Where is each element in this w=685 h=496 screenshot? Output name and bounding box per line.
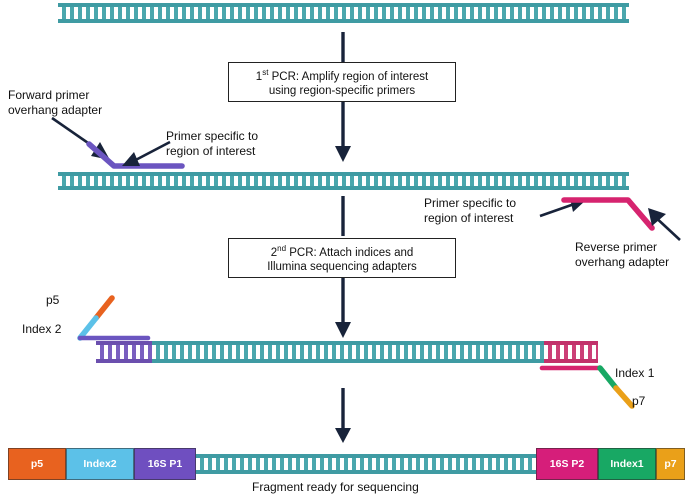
flow-arrow-4 — [335, 278, 351, 338]
dna-rungs — [96, 345, 152, 359]
annotation-forward-specific: Primer specific to region of interest — [166, 129, 259, 158]
dna-rail-bottom — [58, 186, 629, 190]
dna-core — [96, 345, 152, 359]
step-box-pcr2-line2: Illumina sequencing adapters — [267, 261, 417, 274]
dna-rail-bottom — [96, 359, 152, 363]
dna-core — [58, 7, 629, 19]
annotation-reverse-overhang: Reverse primer overhang adapter — [575, 240, 670, 269]
dna-rail-bottom — [148, 470, 540, 474]
label-index2-tail: Index 2 — [22, 322, 62, 336]
forward-primer-shape — [86, 141, 185, 169]
arrow-reverse-overhang — [648, 208, 681, 241]
figure-caption: Fragment ready for sequencing — [252, 480, 419, 494]
dna-rail-top — [96, 341, 152, 345]
fragment-block-index2: Index2 — [66, 448, 134, 480]
label-p5-tail: p5 — [46, 293, 60, 307]
step-box-pcr1: 1st PCR: Amplify region of interest usin… — [228, 62, 456, 102]
step-box-pcr2-line1: 2nd PCR: Attach indices and — [270, 243, 414, 259]
dna-segment-16sp2 — [544, 341, 598, 363]
p5-index2-tail-shape — [77, 295, 115, 341]
arrow-forward-specific — [122, 140, 171, 166]
index2-primer-bar — [77, 335, 151, 341]
dna-core — [148, 458, 540, 470]
step-box-pcr1-line2: using region-specific primers — [268, 85, 416, 98]
annotation-reverse-specific: Primer specific to region of interest — [424, 196, 517, 225]
dna-rail-top — [148, 454, 540, 458]
dna-core — [58, 176, 629, 186]
dna-rungs — [58, 7, 629, 19]
flow-arrow-1 — [341, 32, 345, 62]
fragment-dna-core — [148, 454, 540, 474]
dna-rail-bottom — [544, 359, 598, 363]
fragment-block-p7: p7 — [656, 448, 685, 480]
dna-strand-amplicon — [58, 172, 629, 190]
dna-rail-bottom — [152, 359, 544, 363]
flow-arrow-2 — [335, 102, 351, 162]
dna-rail-top — [544, 341, 598, 345]
dna-segment-insert — [152, 341, 544, 363]
dna-rungs — [58, 176, 629, 186]
index1-primer-bar — [539, 365, 603, 371]
flow-arrow-3 — [341, 196, 345, 236]
fragment-block-16sp1: 16S P1 — [134, 448, 196, 480]
dna-core — [152, 345, 544, 359]
step-box-pcr1-line1: 1st PCR: Amplify region of interest — [255, 67, 429, 83]
flow-arrow-5 — [335, 388, 351, 443]
fragment-block-p5: p5 — [8, 448, 66, 480]
reverse-primer-shape — [561, 197, 655, 231]
dna-rail-top — [58, 172, 629, 176]
dna-rail-top — [152, 341, 544, 345]
fragment-block-index1: Index1 — [598, 448, 656, 480]
fragment-block-16sp2: 16S P2 — [536, 448, 598, 480]
dna-rungs — [148, 458, 540, 470]
step-box-pcr2: 2nd PCR: Attach indices and Illumina seq… — [228, 238, 456, 278]
label-p7-tail: p7 — [632, 394, 646, 408]
dna-rail-top — [58, 3, 629, 7]
label-index1-tail: Index 1 — [615, 366, 655, 380]
dna-rungs — [544, 345, 598, 359]
dna-core — [544, 345, 598, 359]
dna-strand-template — [58, 3, 629, 23]
dna-segment-16sp1 — [96, 341, 152, 363]
annotation-forward-overhang: Forward primer overhang adapter — [8, 88, 103, 117]
dna-rail-bottom — [58, 19, 629, 23]
index1-p7-tail-shape — [597, 365, 635, 409]
dna-rungs — [152, 345, 544, 359]
